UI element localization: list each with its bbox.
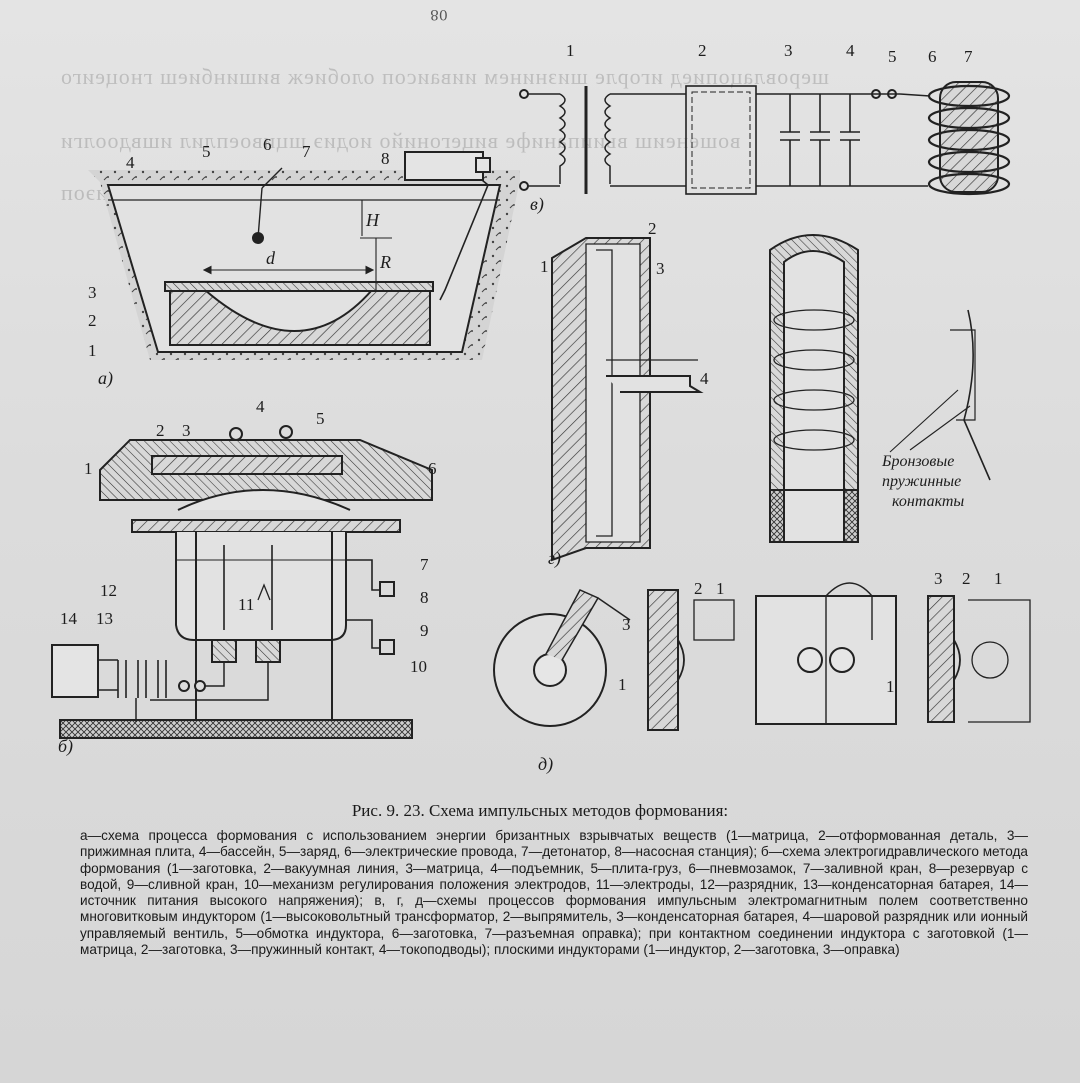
note-bronze-contacts-2: пружинные: [882, 473, 961, 490]
label-d-1b: 1: [716, 579, 725, 598]
label-g-4: 4: [700, 369, 709, 388]
label-d-1c: 1: [886, 677, 895, 696]
label-v-5: 5: [888, 47, 897, 66]
panel-g-labels: 2 1 3 4 г) Бронзовые пружинные контакты: [540, 219, 964, 569]
label-g-3: 3: [656, 259, 665, 278]
label-b-5: 5: [316, 409, 325, 428]
label-a-5: 5: [202, 142, 211, 161]
label-a-7: 7: [302, 142, 311, 161]
label-d-3a: 3: [622, 615, 631, 634]
label-a-2: 2: [88, 311, 97, 330]
panel-g-contact-inductor: [551, 234, 991, 562]
label-v-6: 6: [928, 47, 937, 66]
label-b-6: 6: [428, 459, 437, 478]
label-g-2: 2: [648, 219, 657, 238]
label-a-6: 6: [263, 135, 272, 154]
panel-d-letter: д): [538, 754, 553, 775]
figure-caption-title: Рис. 9. 23. Схема импульсных методов фор…: [351, 801, 729, 820]
label-d-1d: 1: [994, 569, 1003, 588]
panel-b-labels: 2 3 4 5 1 6 7 8 9 10 11 12 13 14 б): [58, 397, 437, 757]
label-v-4: 4: [846, 41, 855, 60]
label-b-11: 11: [238, 595, 254, 614]
label-d-2b: 2: [962, 569, 971, 588]
panel-a-explosive-forming: [88, 151, 520, 360]
label-d-3b: 3: [934, 569, 943, 588]
panel-g-letter: г): [548, 548, 561, 569]
label-b-3: 3: [182, 421, 191, 440]
label-b-14: 14: [60, 609, 78, 628]
label-b-7: 7: [420, 555, 429, 574]
label-v-1: 1: [566, 41, 575, 60]
label-g-1: 1: [540, 257, 549, 276]
label-a-3: 3: [88, 283, 97, 302]
label-b-9: 9: [420, 621, 429, 640]
label-v-3: 3: [784, 41, 793, 60]
label-b-4: 4: [256, 397, 265, 416]
label-b-13: 13: [96, 609, 113, 628]
label-d-1a: 1: [618, 675, 627, 694]
label-d-2a: 2: [694, 579, 703, 598]
label-v-7: 7: [964, 47, 973, 66]
note-bronze-contacts-3: контакты: [892, 493, 964, 510]
panel-d-flat-inductors: [493, 582, 1031, 731]
label-b-2: 2: [156, 421, 165, 440]
figure-9-23: 4 5 6 7 8 d R H 3 2 1 а): [51, 41, 1031, 775]
panel-v-labels: 1 2 3 4 5 6 7 в): [530, 41, 973, 215]
panel-b-letter: б): [58, 736, 73, 757]
label-a-d: d: [266, 248, 276, 268]
label-b-1: 1: [84, 459, 93, 478]
note-bronze-contacts-1: Бронзовые: [881, 453, 954, 470]
label-b-8: 8: [420, 588, 429, 607]
label-b-12: 12: [100, 581, 117, 600]
label-v-2: 2: [698, 41, 707, 60]
label-a-8: 8: [381, 149, 390, 168]
panel-d-labels: 1 3 2 1 1 3 2 1 д): [538, 569, 1003, 775]
panel-v-letter: в): [530, 194, 544, 215]
label-b-10: 10: [410, 657, 427, 676]
panel-a-letter: а): [98, 368, 113, 389]
label-a-H: H: [365, 210, 380, 230]
panel-b-electrohydraulic: [51, 425, 433, 739]
label-a-1: 1: [88, 341, 97, 360]
panel-a-labels: 4 5 6 7 8 d R H 3 2 1 а): [88, 135, 391, 389]
panel-v-multiturn-inductor: [519, 81, 1011, 196]
label-a-R: R: [379, 252, 391, 272]
figure-caption-body: а—схема процесса формования с использова…: [80, 828, 1028, 958]
label-a-4: 4: [126, 153, 135, 172]
